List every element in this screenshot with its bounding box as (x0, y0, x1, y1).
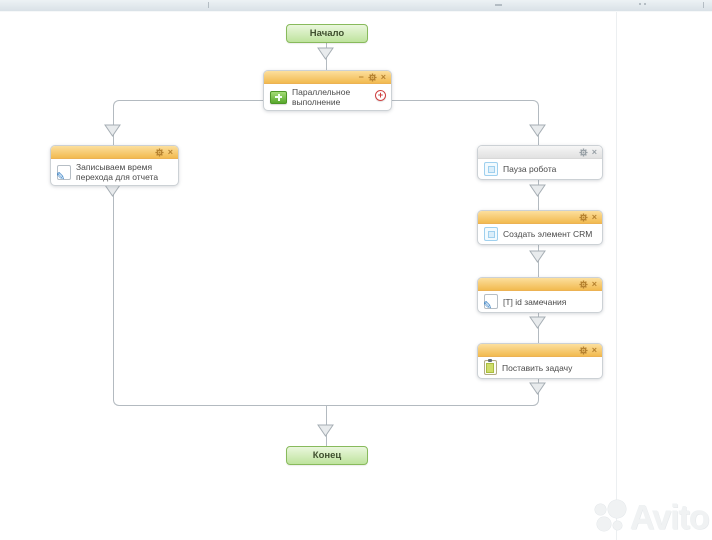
toolbar-tick (703, 2, 704, 8)
arrow-drop-point[interactable] (529, 316, 546, 329)
arrow-drop-point[interactable] (529, 250, 546, 263)
node-t-id-note[interactable]: × ✎ [T] id замечания (477, 277, 603, 313)
arrow-drop-point[interactable] (529, 382, 546, 395)
node-title: Создать элемент CRM (503, 229, 593, 239)
node-write-time[interactable]: × ✎ Записываем время перехода для отчета (50, 145, 179, 186)
avito-logo-icon (595, 500, 627, 537)
crm-element-icon (484, 227, 498, 241)
node-pause-robot[interactable]: × Пауза робота (477, 145, 603, 180)
start-terminator: Начало (286, 24, 368, 43)
pencil-icon: ✎ (483, 300, 493, 312)
node-header: × (478, 344, 602, 357)
end-label: Конец (312, 450, 342, 461)
node-body: Поставить задачу (478, 357, 602, 378)
connector-parallel-to-right-branch (390, 100, 539, 145)
connector-parallel-to-left-branch (113, 100, 264, 145)
edit-document-icon: ✎ (56, 164, 71, 183)
node-title: Параллельное выполнение (292, 87, 351, 107)
pencil-icon: ✎ (56, 170, 66, 183)
arrow-drop-point[interactable] (104, 124, 121, 137)
node-create-crm-element[interactable]: × Создать элемент CRM (477, 210, 603, 245)
pause-icon (484, 162, 498, 176)
node-body: Пауза робота (478, 159, 602, 179)
start-label: Начало (309, 28, 345, 39)
node-title: [T] id замечания (503, 296, 567, 307)
node-body: ✎ Записываем время перехода для отчета (51, 159, 178, 185)
node-title: Пауза робота (503, 164, 557, 174)
parallel-execution-icon (270, 90, 287, 104)
arrow-drop-point[interactable] (529, 184, 546, 197)
gear-icon[interactable] (368, 72, 377, 82)
toolbar-tick (639, 3, 641, 5)
node-header: × (478, 146, 602, 159)
watermark-text: Avito (630, 499, 710, 537)
node-body: Параллельное выполнение (264, 84, 391, 110)
node-body: Создать элемент CRM (478, 224, 602, 244)
toolbar-tick (644, 3, 646, 5)
edit-document-icon: ✎ (483, 294, 498, 312)
gear-icon[interactable] (155, 147, 164, 157)
node-header: − × (264, 71, 391, 84)
node-title: Поставить задачу (502, 362, 573, 373)
close-icon[interactable]: × (591, 146, 597, 157)
avito-watermark: Avito (595, 499, 710, 538)
close-icon[interactable]: × (591, 344, 597, 355)
node-set-task[interactable]: × Поставить задачу (477, 343, 603, 379)
close-icon[interactable]: × (591, 211, 597, 222)
arrow-drop-point[interactable] (529, 124, 546, 137)
end-terminator: Конец (286, 446, 368, 465)
arrow-drop-point[interactable] (317, 47, 334, 60)
gear-icon[interactable] (579, 212, 588, 222)
gear-icon[interactable] (579, 147, 588, 157)
node-header: × (51, 146, 178, 159)
add-branch-button[interactable]: + (375, 90, 386, 101)
minimize-icon[interactable]: − (358, 71, 364, 82)
node-header: × (478, 211, 602, 224)
canvas-right-edge (616, 12, 617, 540)
close-icon[interactable]: × (167, 146, 173, 157)
top-toolbar-fragment (0, 0, 712, 12)
node-header: × (478, 278, 602, 291)
node-title: Записываем время перехода для отчета (76, 162, 159, 182)
arrow-drop-point[interactable] (317, 424, 334, 437)
node-body: ✎ [T] id замечания (478, 291, 602, 312)
close-icon[interactable]: × (380, 71, 386, 82)
gear-icon[interactable] (579, 345, 588, 355)
task-icon (484, 359, 497, 375)
connector-left-branch-to-join (113, 182, 327, 406)
toolbar-tick (208, 2, 209, 8)
toolbar-tick (495, 4, 502, 6)
gear-icon[interactable] (579, 279, 588, 289)
connector-right-branch-to-join (326, 376, 539, 406)
node-parallel-execution[interactable]: − × Параллельное выполнение + (263, 70, 392, 111)
close-icon[interactable]: × (591, 278, 597, 289)
